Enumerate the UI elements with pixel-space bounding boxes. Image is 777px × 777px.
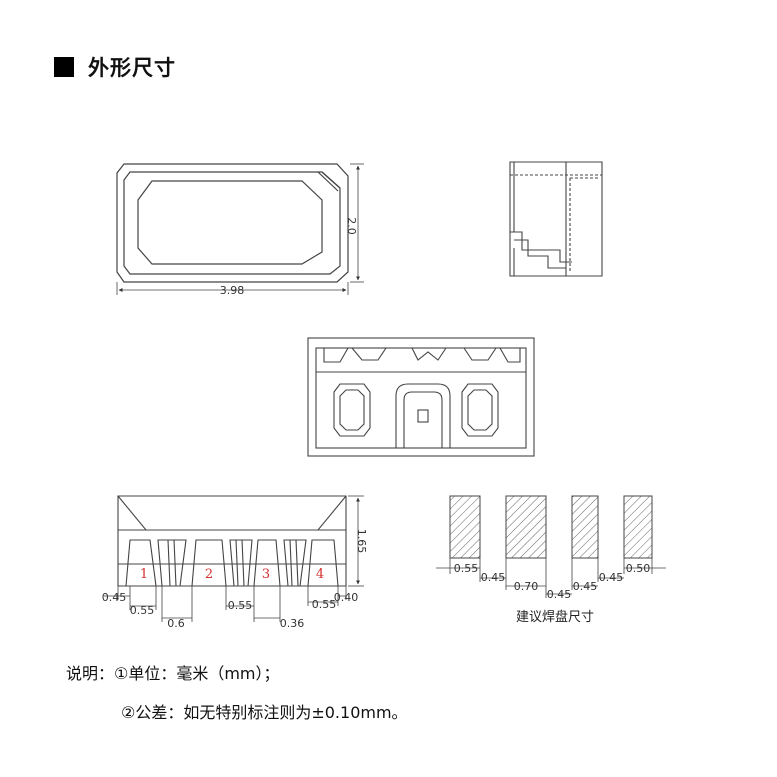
bottom-view: [307, 337, 535, 457]
land-pattern-caption: 建议焊盘尺寸: [516, 609, 594, 625]
top-view: [116, 163, 364, 295]
dim-0-55-c: 0.55: [312, 598, 337, 611]
gap-dim-0-45-c: 0.45: [599, 571, 624, 584]
section-title: 外形尺寸: [88, 56, 176, 80]
note-units: 说明：①单位：毫米（mm）；: [66, 664, 280, 683]
pad-dim-0-50: 0.50: [626, 562, 651, 575]
pin-2-label: 2: [205, 567, 213, 582]
pad-dim-0-70: 0.70: [514, 580, 539, 593]
note-tolerance: ②公差：如无特别标注则为±0.10mm。: [121, 703, 408, 722]
gap-dim-0-45-a: 0.45: [481, 571, 506, 584]
dim-0-55-a: 0.55: [130, 604, 155, 617]
side-view-right: [509, 161, 603, 277]
dim-0-6: 0.6: [167, 617, 185, 630]
pad-dim-0-45: 0.45: [573, 580, 598, 593]
top-width-label: 3.98: [220, 284, 245, 297]
dim-0-55-b: 0.55: [228, 599, 253, 612]
land-pattern: [436, 495, 666, 598]
pin-4-label: 4: [316, 567, 324, 582]
gap-dim-0-45-b: 0.45: [547, 588, 572, 601]
side-height-label: 1.65: [355, 529, 368, 554]
section-heading: 外形尺寸: [54, 52, 176, 82]
pin-1-label: 1: [140, 567, 148, 582]
pin-3-label: 3: [262, 567, 270, 582]
dim-0-45: 0.45: [102, 591, 127, 604]
side-view-pins: [104, 495, 364, 622]
dim-0-36: 0.36: [280, 617, 305, 630]
pad-dim-0-55: 0.55: [454, 562, 479, 575]
dim-0-40: 0.40: [334, 591, 359, 604]
top-height-label: 2.0: [345, 217, 358, 235]
square-bullet-icon: [54, 57, 74, 77]
